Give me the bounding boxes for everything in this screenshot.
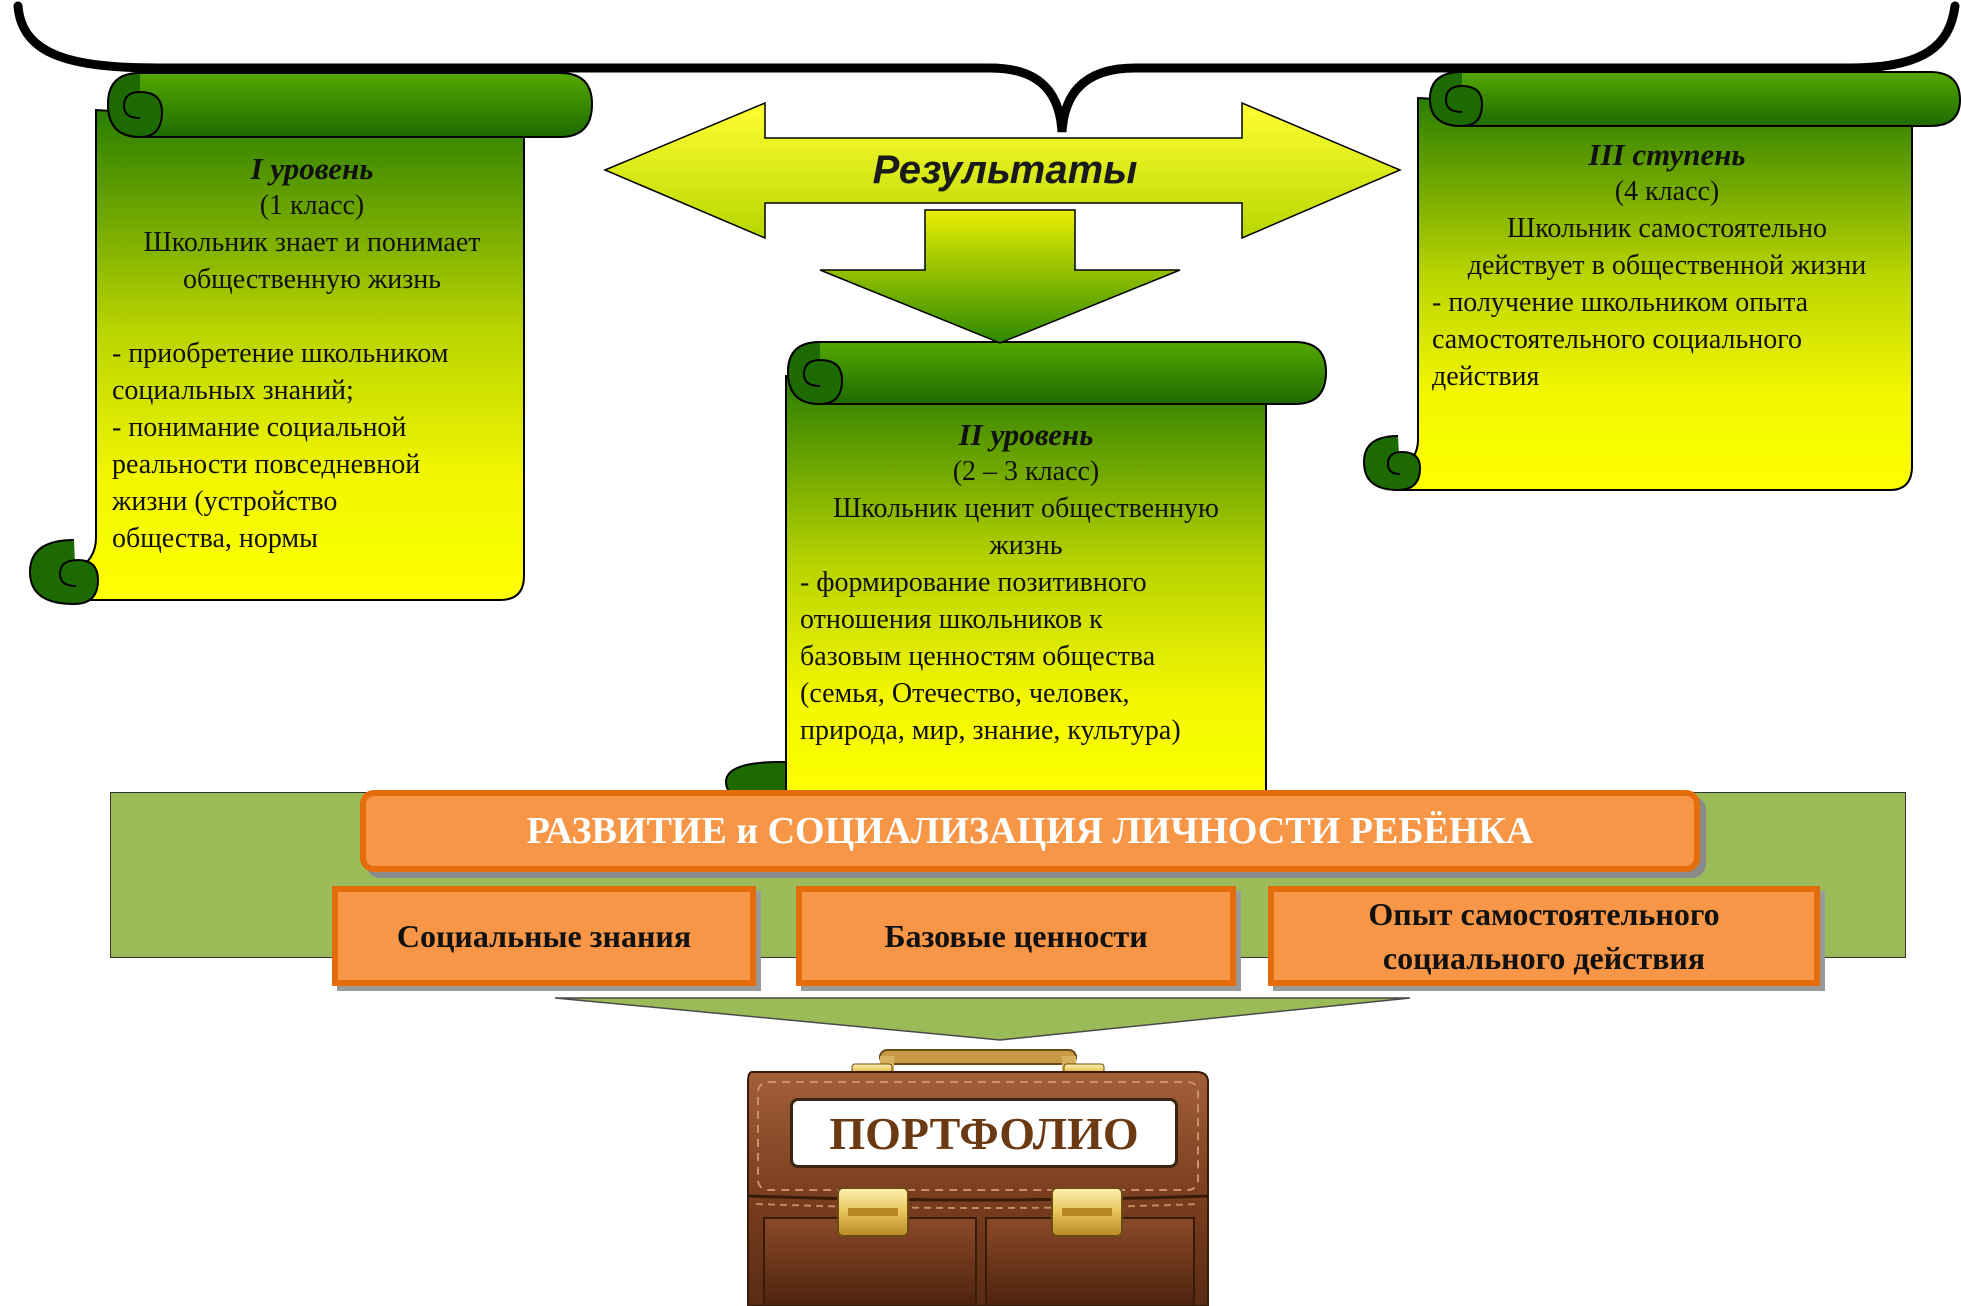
component-line: социального действия [1382,940,1706,976]
level-1-statement-line: Школьник знает и понимает [143,227,481,258]
level-2-statement-line: жизнь [989,530,1063,561]
level-2-text: II уровень (2 – 3 класс) Школьник ценит … [800,416,1252,749]
funnel-arrow [554,997,1411,1041]
main-title: РАЗВИТИЕ и СОЦИАЛИЗАЦИЯ ЛИЧНОСТИ РЕБЁНКА [526,810,1534,852]
level-3-statement-line: действует в общественной жизни [1467,250,1867,281]
level-2-item-line: отношения школьников к [800,604,1103,635]
level-3-title: III ступень [1588,137,1746,172]
main-title-box: РАЗВИТИЕ и СОЦИАЛИЗАЦИЯ ЛИЧНОСТИ РЕБЁНКА [360,790,1700,872]
component-line: Социальные знания [396,918,692,954]
component-line: Опыт самостоятельного [1368,896,1720,932]
double-arrow [603,101,1402,240]
level-1-item-line: жизни (устройство [112,486,338,517]
level-3-grade: (4 класс) [1614,176,1720,207]
component-box-social-knowledge: Социальные знания [332,886,756,986]
level-1-item-line: - приобретение школьником [112,338,449,369]
top-brace [13,1,1960,133]
level-1-item-line: реальности повседневной [112,449,421,480]
level-2-item-line: - формирование позитивного [800,567,1147,598]
level-3-item-line: самостоятельного социального [1432,324,1803,355]
portfolio-label: ПОРТФОЛИО [790,1098,1178,1168]
briefcase-icon [747,1049,1209,1306]
level-3-item-line: действия [1432,361,1540,392]
level-1-text: I уровень (1 класс) Школьник знает и пон… [112,150,512,557]
level-1-item-line: социальных знаний; [112,375,354,406]
level-2-title: II уровень [958,417,1094,452]
down-arrow [819,209,1181,344]
component-box-social-action: Опыт самостоятельного социального действ… [1268,886,1820,986]
level-1-item-line: общества, нормы [112,523,318,554]
level-3-text: III ступень (4 класс) Школьник самостоят… [1432,136,1902,395]
level-2-statement-line: Школьник ценит общественную [833,493,1219,524]
level-1-title: I уровень [250,151,374,186]
level-2-item-line: базовым ценностям общества [800,641,1156,672]
level-2-grade: (2 – 3 класс) [952,456,1100,487]
results-label: Результаты [872,148,1138,192]
level-1-statement-line: общественную жизнь [182,264,442,295]
scroll-level-1 [28,72,594,606]
component-line: Базовые ценности [884,918,1148,954]
scroll-level-3 [1362,71,1961,492]
component-box-basic-values: Базовые ценности [796,886,1236,986]
level-1-item-line: - понимание социальной [112,412,407,443]
level-2-item-line: (семья, Отечество, человек, [800,678,1130,709]
level-1-grade: (1 класс) [259,190,365,221]
portfolio-text: ПОРТФОЛИО [829,1107,1139,1159]
level-2-item-line: природа, мир, знание, культура) [800,715,1181,746]
results-arrows [603,101,1402,344]
level-3-item-line: - получение школьником опыта [1432,287,1809,318]
level-3-statement-line: Школьник самостоятельно [1506,213,1828,244]
